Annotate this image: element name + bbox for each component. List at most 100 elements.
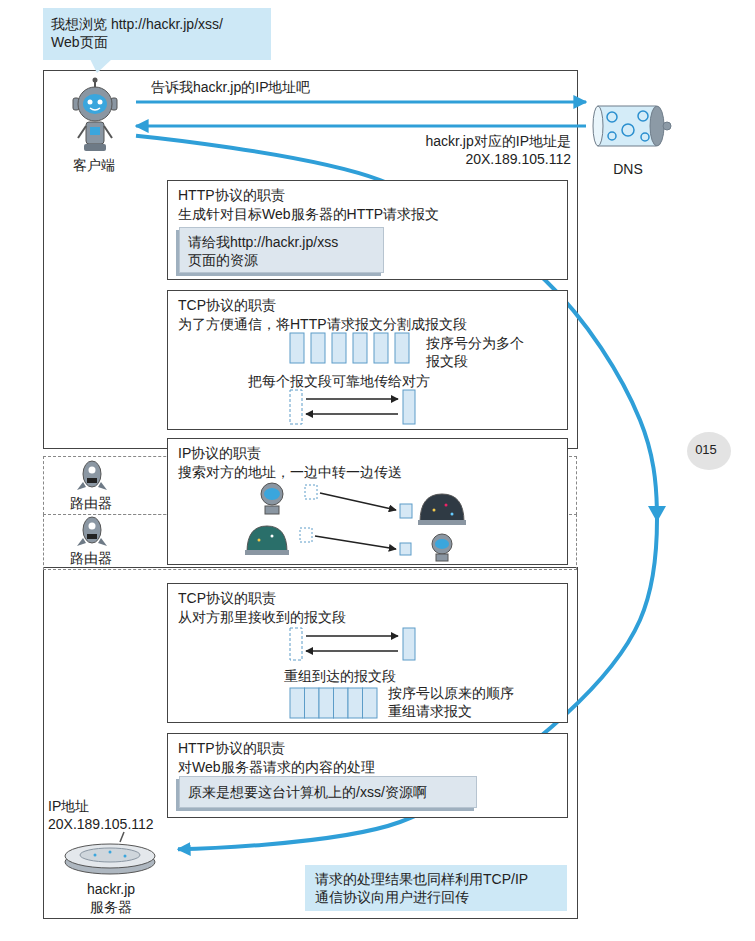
ip-illustration [300,528,312,542]
node-text: 为了方便通信，将HTTP请求报文分割成报文段 [178,315,563,333]
dns-icon [650,106,664,146]
node-text: TCP协议的职责 [178,296,558,314]
dns-node: DNS [586,92,670,182]
node-text: IP协议的职责 [178,444,558,462]
protocol-box: HTTP协议的职责对Web服务器请求的内容的处理原来是想要这台计算机上的/xss… [167,733,568,818]
router-icon [89,467,96,474]
server-icon [65,850,155,874]
node-text: 路由器 [66,549,116,567]
transfer-arrows [306,650,398,652]
client-robot [73,98,79,110]
node-text: 生成针对目标Web服务器的HTTP请求报文 [178,205,558,223]
ip-illustration [265,506,279,514]
server-frame [44,568,578,919]
reassembled-message [319,688,334,718]
curve-arrowhead [648,506,666,522]
page-number: 015 [687,432,731,470]
node-text: 客户端 [66,156,122,174]
node-text: 从对方那里接收到的报文段 [178,608,558,626]
curve-arrowhead [648,506,666,522]
ip-illustration [320,493,396,510]
edge-label: hackr.jp对应的IP地址是 20X.189.105.112 [395,132,572,168]
node-text: 请给我http://hackr.jp/xss 页面的资源 [188,233,373,269]
node-text: 请求的处理结果也同样利用TCP/IP 通信协议向用户进行回传 [315,870,559,906]
transfer-arrows [306,635,398,637]
server-frame [44,568,578,919]
server-icon [94,854,97,857]
transfer-arrows [403,628,415,660]
transfer-arrows [403,390,415,424]
transfer-arrows [290,390,302,424]
edge-group [136,102,657,849]
segment-icons [290,333,304,363]
bubble-tail [90,59,112,73]
router-icon [98,538,107,546]
segment-icons [290,333,409,363]
client-robot [86,122,104,144]
router-icon [98,482,107,490]
server-icon [80,848,140,862]
segment-icons [353,333,367,363]
server-icon [65,844,155,868]
server-node: IP地址 20X.189.105.112hackr.jp 服务器 [45,795,178,920]
server-icon [65,832,155,874]
ip-illustration [445,504,448,507]
client-robot [104,126,112,138]
segment-icons [374,333,388,363]
router-icon [77,538,86,546]
result-box: 原来是想要这台计算机上的/xss/资源啊 [179,776,477,808]
node-text: 把每个报文段可靠地传给对方 [248,372,508,390]
ip-illustration [245,483,466,561]
client-robot [94,81,96,88]
node-text: 路由器 [66,494,116,512]
ip-illustration [400,504,412,518]
client-robot [83,94,107,114]
ip-illustration [245,550,289,555]
ip-illustration [258,539,261,542]
dns-icon [641,133,649,141]
node-text: 对Web服务器请求的内容的处理 [178,758,558,776]
protocol-box: TCP协议的职责为了方便通信，将HTTP请求报文分割成报文段按序号分为多个 报文… [167,290,568,430]
flow-arrow [136,125,586,128]
protocol-box: TCP协议的职责从对方那里接收到的报文段重组到达的报文段按序号以原来的顺序 重组… [167,583,568,723]
router-icon [83,461,101,487]
dns-icon [638,111,648,121]
client-robot [84,144,106,151]
ip-illustration [432,534,452,554]
dns-icon [663,122,671,130]
speech-bubble: 我想浏览 http://hackr.jp/xss/ Web页面 [43,8,271,60]
node-text: 原来是想要这台计算机上的/xss/资源啊 [188,783,470,801]
ip-illustration [271,535,274,538]
ip-illustration [261,483,283,505]
node-text: 015 [687,442,725,459]
node-text: 我想浏览 http://hackr.jp/xss/ Web页面 [51,15,263,51]
bubble-tail [90,59,112,73]
ip-illustration [451,513,454,516]
client-robot [88,100,93,105]
dns-icon [598,106,656,146]
edge-label: 告诉我hackr.jp的IP地址吧 [150,78,452,96]
ip-illustration [418,520,466,525]
server-icon [124,855,127,858]
server-icon [120,832,124,842]
client-robot [73,78,117,152]
node-text: 重组到达的报文段 [284,667,434,685]
ip-illustration [433,509,436,512]
ip-illustration [264,488,280,500]
dns-icon [622,124,634,136]
router-icon [87,534,97,539]
node-text: 按序号以原来的顺序 重组请求报文 [388,684,523,720]
dns-icon [593,106,603,146]
client-robot [78,126,86,138]
transfer-arrows [290,390,415,660]
ip-illustration [435,539,449,549]
client-robot [93,78,98,83]
client-robot [78,87,112,121]
reassembled-message [305,688,320,718]
dns-icon [593,106,671,146]
reassembled-message [334,688,349,718]
reassembled-message [290,688,305,718]
ip-illustration [420,494,464,522]
